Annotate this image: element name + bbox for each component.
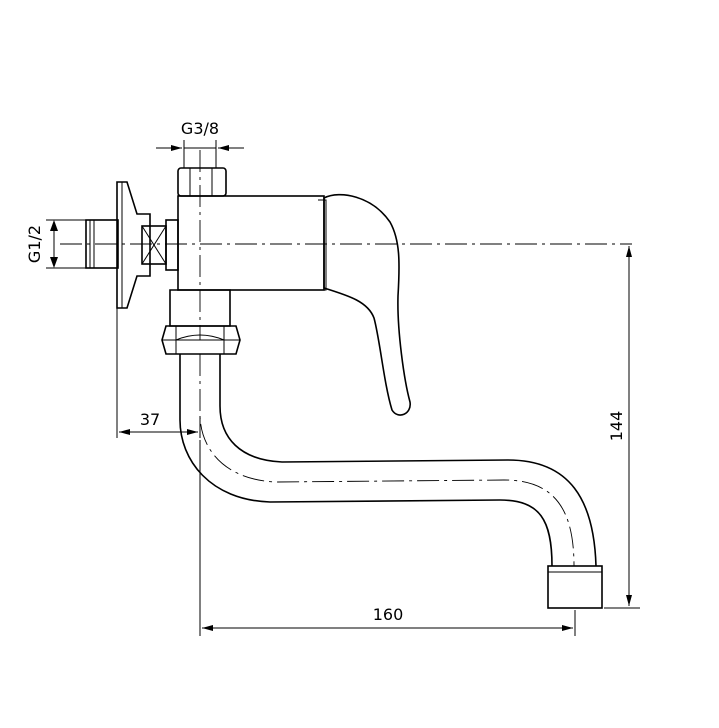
lever-handle xyxy=(318,193,411,416)
dimension-label-g12: G1/2 xyxy=(25,225,44,263)
spout-aerator xyxy=(547,565,603,609)
dimension-160: 160 xyxy=(199,440,576,636)
wall-flange xyxy=(116,181,151,309)
dimension-37: 37 xyxy=(116,308,201,438)
dimension-144: 144 xyxy=(604,246,640,609)
dimension-g12: G1/2 xyxy=(25,219,86,269)
spout-pipe xyxy=(179,354,597,567)
inlet-nipple xyxy=(85,219,179,271)
spout-union-nut xyxy=(161,289,241,355)
top-connector xyxy=(177,167,227,197)
dimension-g38: G3/8 xyxy=(156,119,244,168)
dimension-label-37: 37 xyxy=(140,410,160,429)
dimension-label-144: 144 xyxy=(607,411,626,442)
dimension-label-g38: G3/8 xyxy=(181,119,219,138)
dimension-label-160: 160 xyxy=(373,605,404,624)
